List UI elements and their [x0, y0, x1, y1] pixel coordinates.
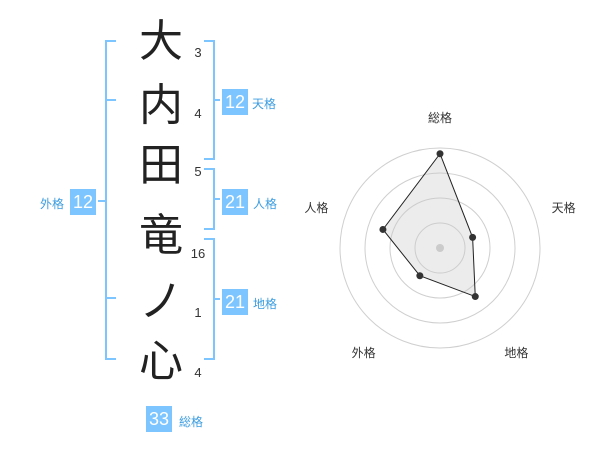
tenkaku-value-box: 12 — [222, 89, 249, 115]
stroke-count-1: 3 — [194, 45, 202, 60]
stroke-count-2: 4 — [194, 106, 202, 121]
radar-point-4 — [416, 272, 424, 280]
soukaku-label: 総格 — [179, 415, 204, 429]
name-char-6: 心 — [139, 336, 183, 387]
chikaku-label: 地格 — [253, 297, 278, 311]
jinkaku-label: 人格 — [253, 197, 278, 211]
radar-point-2 — [469, 233, 477, 241]
radar-grid-ring-2 — [389, 197, 491, 299]
chikaku-value-box: 21 — [222, 289, 249, 315]
stroke-count-6: 4 — [194, 365, 202, 380]
radar-grid-ring-3 — [364, 172, 516, 324]
radar-point-1 — [436, 150, 444, 158]
gaikaku-label: 外格 — [40, 197, 65, 211]
radar-grid-ring-4 — [339, 147, 541, 349]
radar-point-3 — [471, 293, 479, 301]
radar-axis-label-2: 天格 — [552, 200, 576, 215]
name-char-4: 竜 — [139, 210, 183, 261]
radar-axis-label-1: 総格 — [428, 110, 452, 125]
radar-axis-label-3: 地格 — [504, 345, 528, 360]
name-char-1: 大 — [139, 16, 183, 67]
radar-data-polygon — [382, 152, 476, 298]
stroke-count-4: 16 — [190, 246, 206, 261]
stroke-count-3: 5 — [194, 164, 202, 179]
radar-axis-label-5: 人格 — [304, 200, 328, 215]
radar-axis-label-4: 外格 — [352, 345, 376, 360]
radar-center — [436, 244, 444, 252]
jinkaku-value-box: 21 — [222, 189, 249, 215]
name-char-3: 田 — [139, 140, 183, 191]
name-char-5: ノ — [139, 276, 183, 327]
tenkaku-label: 天格 — [252, 97, 277, 111]
radar-point-5 — [379, 225, 387, 233]
radar-grid-ring-1 — [414, 222, 466, 274]
gaikaku-value-box: 12 — [70, 189, 97, 215]
stroke-count-5: 1 — [194, 305, 202, 320]
name-char-2: 内 — [139, 80, 183, 131]
soukaku-value-box: 33 — [146, 406, 173, 432]
